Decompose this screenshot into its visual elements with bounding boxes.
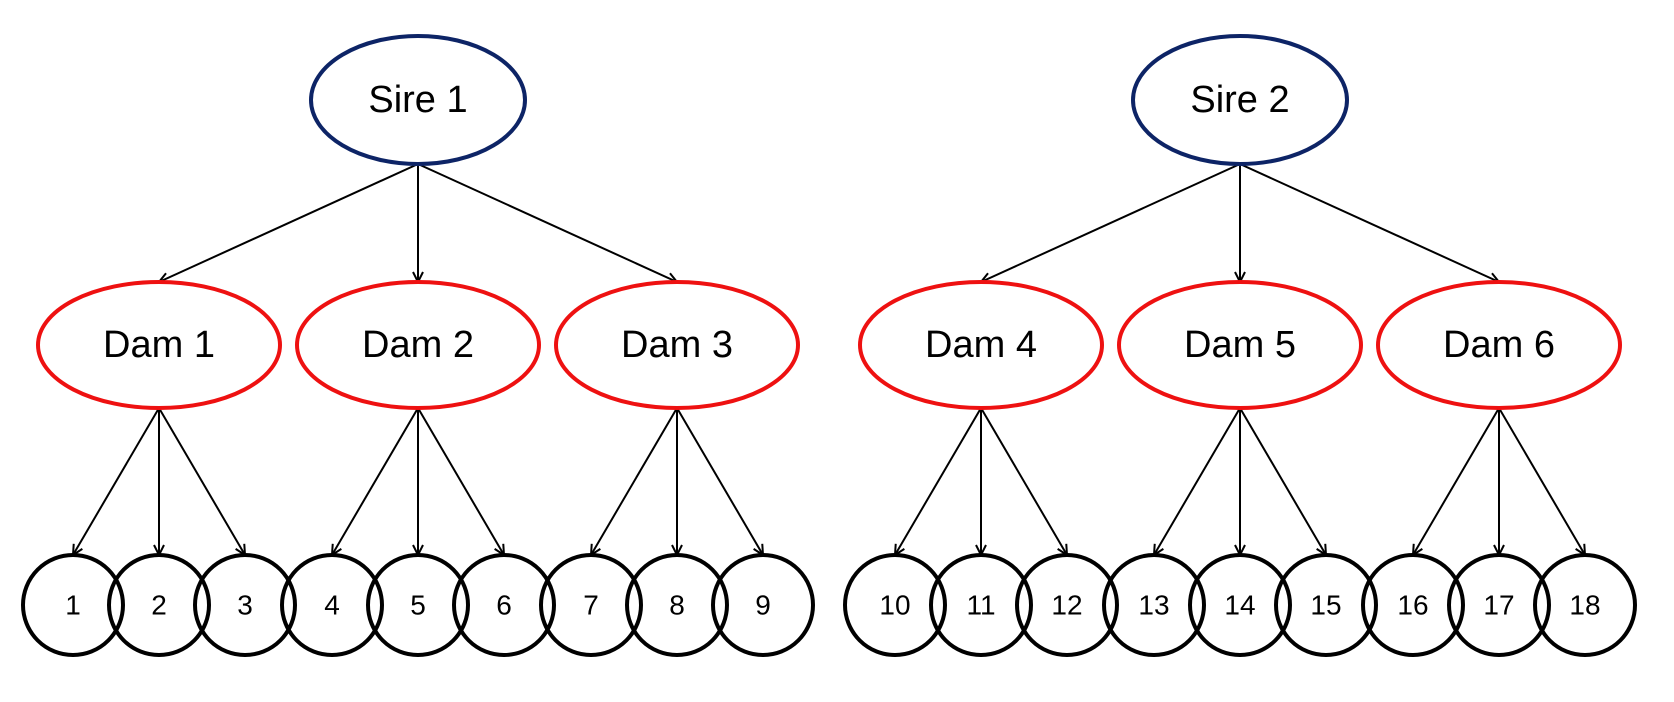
dam-to-offspring-edge <box>1154 407 1241 555</box>
offspring-circle <box>1274 553 1378 657</box>
sire-to-dam-edge <box>981 163 1241 282</box>
edges-layer <box>73 163 1585 555</box>
dam-to-offspring-edge <box>73 407 160 555</box>
offspring-label: 10 <box>879 590 910 621</box>
offspring-circle <box>1361 553 1465 657</box>
dam-label: Dam 4 <box>925 324 1037 366</box>
dam-ellipse <box>858 280 1104 410</box>
dam-to-offspring-edge <box>895 407 982 555</box>
offspring-circle <box>843 553 947 657</box>
offspring-label: 17 <box>1483 590 1514 621</box>
dam-to-offspring-edge <box>158 407 245 555</box>
dam-label: Dam 5 <box>1184 324 1296 366</box>
offspring-circle <box>929 553 1033 657</box>
dam-to-offspring-edge <box>1413 407 1500 555</box>
dam-label: Dam 3 <box>621 324 733 366</box>
offspring-label: 4 <box>324 590 340 621</box>
offspring-label: 1 <box>65 590 81 621</box>
dam-to-offspring-edge <box>980 407 1067 555</box>
offspring-circle <box>193 553 297 657</box>
dam-label: Dam 6 <box>1443 324 1555 366</box>
dam-ellipse <box>295 280 541 410</box>
dam-ellipse <box>36 280 282 410</box>
dam-label: Dam 1 <box>103 324 215 366</box>
offspring-label: 12 <box>1051 590 1082 621</box>
sire-node: Sire 1 <box>309 34 527 166</box>
offspring-circle <box>366 553 470 657</box>
offspring-label: 2 <box>151 590 167 621</box>
offspring-circle <box>1188 553 1292 657</box>
dam-ellipse <box>554 280 800 410</box>
offspring-label: 3 <box>237 590 253 621</box>
offspring-circle <box>625 553 729 657</box>
offspring-circle <box>452 553 556 657</box>
dam-ellipse <box>1376 280 1622 410</box>
offspring-label: 5 <box>410 590 426 621</box>
offspring-label: 15 <box>1310 590 1341 621</box>
sire-to-dam-edge <box>159 163 419 282</box>
sire-label: Sire 2 <box>1190 79 1289 121</box>
offspring-circle <box>1102 553 1206 657</box>
dam-node: Dam 1 <box>36 280 282 410</box>
offspring-circle <box>711 553 815 657</box>
offspring-circle <box>280 553 384 657</box>
dam-node: Dam 6 <box>1376 280 1622 410</box>
offspring-label: 18 <box>1569 590 1600 621</box>
dam-to-offspring-edge <box>417 407 504 555</box>
offspring-label: 9 <box>755 590 771 621</box>
dam-label: Dam 2 <box>362 324 474 366</box>
offspring-circle <box>1015 553 1119 657</box>
sire-node: Sire 2 <box>1131 34 1349 166</box>
dam-to-offspring-edge <box>1498 407 1585 555</box>
dam-node: Dam 5 <box>1117 280 1363 410</box>
offspring-circle <box>21 553 125 657</box>
nodes-layer: Sire 1 Dam 1 Dam 2 Dam 3 Sire 2 Dam 4 Dam 5 Dam… <box>21 34 1637 657</box>
dam-node: Dam 4 <box>858 280 1104 410</box>
offspring-circle <box>539 553 643 657</box>
dam-to-offspring-edge <box>1239 407 1326 555</box>
offspring-label: 7 <box>583 590 599 621</box>
offspring-label: 16 <box>1397 590 1428 621</box>
offspring-label: 11 <box>966 590 995 621</box>
sire-to-dam-edge <box>417 163 677 282</box>
dam-node: Dam 3 <box>554 280 800 410</box>
offspring-label: 6 <box>496 590 512 621</box>
dam-ellipse <box>1117 280 1363 410</box>
dam-to-offspring-edge <box>332 407 419 555</box>
offspring-label: 13 <box>1138 590 1169 621</box>
offspring-circle <box>1533 553 1637 657</box>
offspring-circle <box>1447 553 1551 657</box>
offspring-circle <box>107 553 211 657</box>
sire-label: Sire 1 <box>368 79 467 121</box>
sire-ellipse <box>1131 34 1349 166</box>
dam-node: Dam 2 <box>295 280 541 410</box>
sire-to-dam-edge <box>1239 163 1499 282</box>
sire-ellipse <box>309 34 527 166</box>
offspring-label: 14 <box>1224 590 1255 621</box>
dam-to-offspring-edge <box>676 407 763 555</box>
dam-to-offspring-edge <box>591 407 678 555</box>
offspring-label: 8 <box>669 590 685 621</box>
